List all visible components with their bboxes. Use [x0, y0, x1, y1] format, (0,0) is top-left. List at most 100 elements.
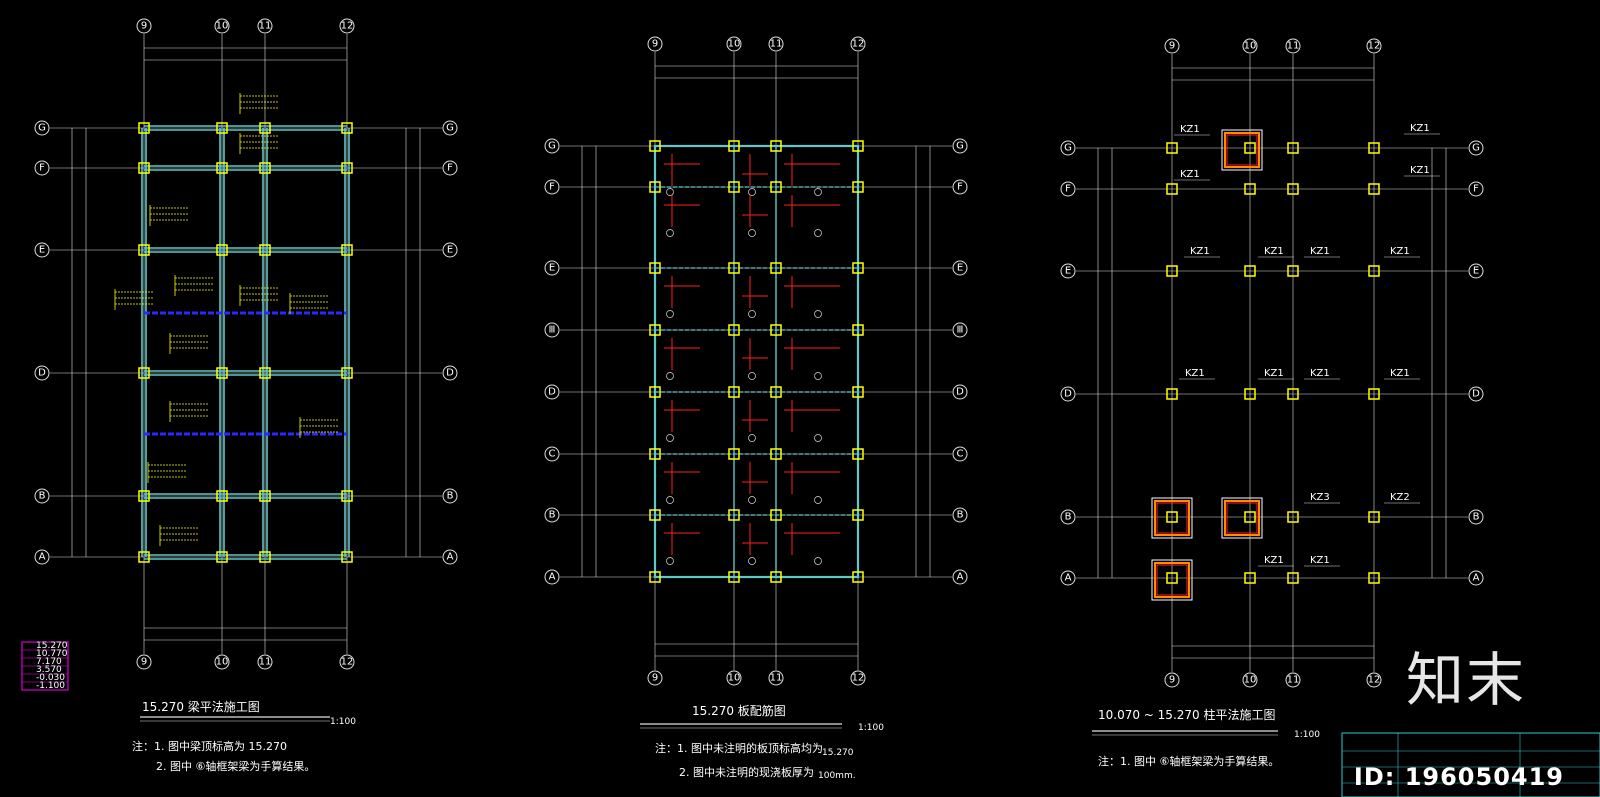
plan-column-left-axis-bubble — [1060, 386, 1076, 402]
column-plan-scale: 1:100 — [1294, 730, 1320, 740]
column-square — [852, 324, 864, 336]
plan-beam-left-axis-label: F — [39, 163, 45, 174]
slab-plan-note-2-value: 100mm. — [818, 771, 856, 781]
column-square — [138, 244, 150, 256]
kz-label: KZ1 — [1310, 555, 1330, 566]
column-square — [728, 571, 740, 583]
plan-slab-left-axis-label: A — [549, 572, 556, 583]
plan-beam-right-axis-bubble — [442, 365, 458, 381]
column-square — [1368, 142, 1380, 154]
slab-tag — [814, 557, 822, 565]
plan-slab-bottom-axis-bubble — [850, 670, 866, 686]
plan-slab-bottom-axis-bubble — [726, 670, 742, 686]
plan-beam-top-axis-bubble — [136, 18, 152, 34]
column-square — [649, 140, 661, 152]
column-square — [216, 367, 228, 379]
plan-column-right-axis-label: F — [1473, 184, 1479, 195]
plan-slab-right-axis-bubble — [952, 507, 968, 523]
plan-slab-left-axis-label: B — [549, 510, 556, 521]
plan-column-right-axis-bubble — [1468, 386, 1484, 402]
column-square — [852, 386, 864, 398]
plan-slab-bottom-axis-label: 9 — [652, 673, 658, 684]
column-square — [1244, 388, 1256, 400]
column-square — [341, 367, 353, 379]
plan-beam-right-axis-bubble — [442, 160, 458, 176]
column-square — [649, 262, 661, 274]
column-plan-note-1: 注：1. 图中 ⑥轴框架梁为手算结果。 — [1098, 754, 1279, 768]
plan-slab-left-axis-label: E — [549, 263, 555, 274]
column-square — [1166, 388, 1178, 400]
column-square — [852, 140, 864, 152]
plan-slab-left-axis-label: D — [548, 387, 556, 398]
plan-slab-left-axis-label: Ⅲ — [549, 325, 556, 336]
column-square — [216, 162, 228, 174]
kz-label: KZ1 — [1264, 246, 1284, 257]
column-square — [1287, 142, 1299, 154]
plan-slab-top-axis-label: 10 — [728, 39, 741, 50]
column-square — [341, 551, 353, 563]
slab-plan-note-1: 注：1. 图中未注明的板顶标高均为 — [655, 741, 823, 755]
column-square — [728, 386, 740, 398]
watermark-logo: 知末 — [1405, 646, 1526, 714]
column-square — [138, 490, 150, 502]
plan-beam-left-axis-label: B — [39, 491, 46, 502]
plan-beam-right-axis-label: B — [447, 491, 454, 502]
plan-slab-right-axis-bubble — [952, 138, 968, 154]
beam-plan-title: 15.270 梁平法施工图 — [142, 699, 260, 714]
plan-column-right-axis-bubble — [1468, 140, 1484, 156]
column-square — [1368, 388, 1380, 400]
slab-tag — [814, 434, 822, 442]
plan-beam-top-axis-label: 12 — [341, 21, 354, 32]
plan-column-top-axis-label: 12 — [1368, 41, 1381, 52]
column-square — [852, 262, 864, 274]
column-square — [649, 324, 661, 336]
column-square — [341, 162, 353, 174]
plan-column-right-axis-label: A — [1473, 573, 1480, 584]
column-square — [138, 162, 150, 174]
column-square — [770, 448, 782, 460]
plan-column-top-axis-bubble — [1366, 38, 1382, 54]
column-detail-outline — [1151, 559, 1193, 601]
plan-column-left-axis-bubble — [1060, 140, 1076, 156]
plan-column-right-axis-bubble — [1468, 263, 1484, 279]
plan-beam-left-axis-bubble — [34, 242, 50, 258]
column-square — [1166, 142, 1178, 154]
plan-beam-top-axis-bubble — [339, 18, 355, 34]
column-square — [728, 448, 740, 460]
kz-label: KZ1 — [1310, 368, 1330, 379]
plan-beam-right-axis-bubble — [442, 120, 458, 136]
plan-beam-right-axis-label: F — [447, 163, 453, 174]
plan-slab-right-axis-label: A — [957, 572, 964, 583]
column-square — [259, 244, 271, 256]
column-detail-stirrup — [1156, 564, 1188, 596]
plan-slab-right-axis-bubble — [952, 569, 968, 585]
slab-tag — [666, 496, 674, 504]
floor-legend-value: -1.100 — [36, 681, 65, 691]
column-detail-stirrup — [1226, 134, 1258, 166]
plan-beam-top-axis-label: 11 — [259, 21, 272, 32]
plan-column-top-axis-bubble — [1164, 38, 1180, 54]
plan-beam-left-axis-bubble — [34, 120, 50, 136]
plan-column-right-axis-label: E — [1473, 266, 1479, 277]
column-square — [770, 262, 782, 274]
plan-beam-left-axis-bubble — [34, 160, 50, 176]
column-square — [138, 367, 150, 379]
plan-column-right-axis-label: D — [1472, 389, 1480, 400]
column-square — [852, 448, 864, 460]
plan-beam-top-axis-label: 10 — [216, 21, 229, 32]
slab-tag — [814, 496, 822, 504]
kz-label: KZ1 — [1410, 165, 1430, 176]
plan-beam-left-axis-bubble — [34, 488, 50, 504]
plan-slab-right-axis-label: D — [956, 387, 964, 398]
column-detail-rebar — [1154, 500, 1190, 536]
plan-column-top-axis-label: 10 — [1244, 41, 1257, 52]
column-square — [728, 140, 740, 152]
plan-slab-right-axis-label: Ⅲ — [957, 325, 964, 336]
plan-slab-bottom-axis-label: 11 — [770, 673, 783, 684]
column-square — [649, 448, 661, 460]
slab-tag — [666, 188, 674, 196]
column-square — [770, 571, 782, 583]
floor-legend-value: 7.170 — [36, 657, 62, 667]
column-square — [216, 244, 228, 256]
slab-tag — [814, 372, 822, 380]
